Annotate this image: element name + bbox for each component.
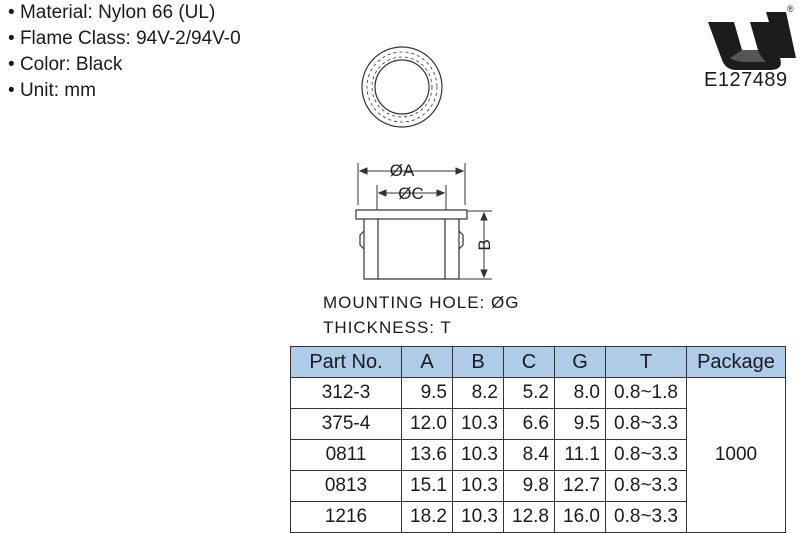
cell-t: 0.8~1.8 <box>605 377 687 409</box>
cell-a: 15.1 <box>401 470 453 502</box>
bushing-technical-drawing: ØA ØC B <box>355 46 494 280</box>
dimension-label-c: ØC <box>398 184 424 203</box>
spec-unit: Unit: mm <box>8 78 241 104</box>
table-row: 312-3 9.5 8.2 5.2 8.0 0.8~1.8 1000 <box>290 377 786 533</box>
cell-c: 9.8 <box>503 470 555 502</box>
cell-g: 16.0 <box>554 501 606 533</box>
cell-c: 6.6 <box>503 408 555 440</box>
dimension-label-b: B <box>475 239 494 250</box>
ul-file-number: E127489 <box>704 69 788 91</box>
cell-b: 10.3 <box>452 470 504 502</box>
cell-t: 0.8~3.3 <box>605 501 687 533</box>
header-b: B <box>452 346 504 378</box>
spec-material: Material: Nylon 66 (UL) <box>8 0 241 26</box>
bushing-top-view <box>361 46 443 128</box>
cell-c: 5.2 <box>503 377 555 409</box>
mounting-notes: MOUNTING HOLE: ØG THICKNESS: T <box>323 290 519 340</box>
spec-table: Part No. A B C G T Package 312-3 9.5 8.2… <box>290 346 786 533</box>
cell-b: 10.3 <box>452 439 504 471</box>
spec-flame-class: Flame Class: 94V-2/94V-0 <box>8 26 241 52</box>
table-row: 1216 18.2 10.3 12.8 16.0 0.8~3.3 <box>290 501 786 533</box>
cell-a: 13.6 <box>401 439 453 471</box>
cell-b: 10.3 <box>452 501 504 533</box>
spec-color: Color: Black <box>8 52 241 78</box>
cell-g: 8.0 <box>554 377 606 409</box>
cell-part-no: 312-3 <box>290 377 402 409</box>
table-row: 0813 15.1 10.3 9.8 12.7 0.8~3.3 <box>290 470 786 502</box>
bushing-side-view <box>355 209 468 280</box>
header-c: C <box>503 346 555 378</box>
table-header-row: Part No. A B C G T Package <box>290 346 786 378</box>
header-package: Package <box>686 346 786 378</box>
cell-b: 8.2 <box>452 377 504 409</box>
cell-part-no: 0811 <box>290 439 402 471</box>
table-row: 0811 13.6 10.3 8.4 11.1 0.8~3.3 <box>290 439 786 471</box>
mounting-hole-note: MOUNTING HOLE: ØG <box>323 293 520 312</box>
dimension-lines <box>357 163 492 280</box>
cell-package: 1000 <box>686 377 786 533</box>
cell-c: 12.8 <box>503 501 555 533</box>
cell-a: 18.2 <box>401 501 453 533</box>
thickness-note: THICKNESS: T <box>323 318 452 337</box>
cell-g: 9.5 <box>554 408 606 440</box>
header-t: T <box>605 346 687 378</box>
cell-a: 9.5 <box>401 377 453 409</box>
cell-a: 12.0 <box>401 408 453 440</box>
cell-part-no: 1216 <box>290 501 402 533</box>
registered-symbol: ® <box>787 4 794 14</box>
header-part-no: Part No. <box>290 346 402 378</box>
cell-g: 12.7 <box>554 470 606 502</box>
cell-t: 0.8~3.3 <box>605 408 687 440</box>
spec-list: Material: Nylon 66 (UL) Flame Class: 94V… <box>8 0 241 104</box>
dimension-label-a: ØA <box>390 161 415 180</box>
cell-g: 11.1 <box>554 439 606 471</box>
cell-t: 0.8~3.3 <box>605 470 687 502</box>
header-g: G <box>554 346 606 378</box>
ul-recognized-mark-icon: ® <box>708 4 796 70</box>
cell-part-no: 375-4 <box>290 408 402 440</box>
cell-part-no: 0813 <box>290 470 402 502</box>
cell-c: 8.4 <box>503 439 555 471</box>
cell-b: 10.3 <box>452 408 504 440</box>
table-row: 375-4 12.0 10.3 6.6 9.5 0.8~3.3 <box>290 408 786 440</box>
cell-t: 0.8~3.3 <box>605 439 687 471</box>
header-a: A <box>401 346 453 378</box>
